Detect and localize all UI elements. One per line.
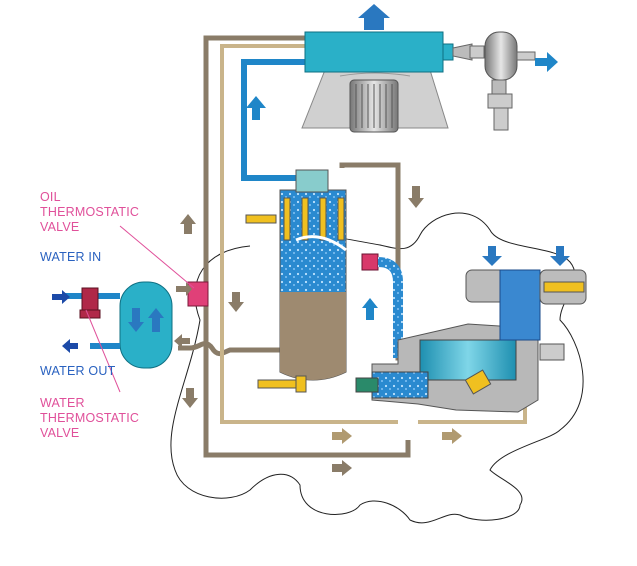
arrow-down-intake-2 (550, 246, 570, 266)
arrow-up-exhaust (358, 4, 390, 30)
arrow-up-oil-1 (180, 214, 196, 234)
arrow-up-cooler (246, 96, 266, 120)
arrow-right-air-2 (442, 428, 462, 444)
arrow-down-intake-1 (482, 246, 502, 266)
signal-loop-wire (170, 212, 584, 524)
arrow-cooler-down (128, 308, 144, 332)
leader-water-valve (85, 309, 121, 393)
arrow-oil-into-valve (176, 282, 192, 296)
leader-oil-valve (119, 225, 195, 289)
compressor-airend (355, 323, 539, 413)
arrow-cooler-up (148, 308, 164, 332)
oil-thermostatic-valve-label: OIL THERMOSTATIC VALVE (40, 190, 140, 234)
arrow-down-oil-2 (182, 388, 198, 408)
water-out-label: WATER OUT (40, 364, 116, 378)
moisture-separator (452, 31, 536, 131)
oil-cooler (62, 281, 173, 369)
flow-arrows (52, 4, 570, 476)
arrow-down-oil-3 (408, 186, 424, 208)
oil-thermostatic-valve (187, 281, 209, 307)
water-thermostatic-valve-label: WATER THERMOSTATIC VALVE (40, 396, 140, 440)
arrow-oil-from-cooler (174, 334, 190, 348)
arrow-water-in (52, 290, 70, 304)
min-pressure-valve (361, 253, 379, 271)
arrow-right-air-1 (332, 428, 352, 444)
arrow-down-oil-1 (228, 292, 244, 312)
oil-separator-tank (245, 169, 347, 393)
intake-assembly (465, 269, 587, 361)
arrow-right-oil (332, 460, 352, 476)
aftercooler (301, 31, 454, 133)
cooled-oil-line (241, 59, 306, 181)
arrow-up-water-return (362, 298, 378, 320)
arrow-water-out (62, 339, 78, 353)
water-in-label: WATER IN (40, 250, 102, 264)
arrow-air-out (535, 52, 558, 72)
